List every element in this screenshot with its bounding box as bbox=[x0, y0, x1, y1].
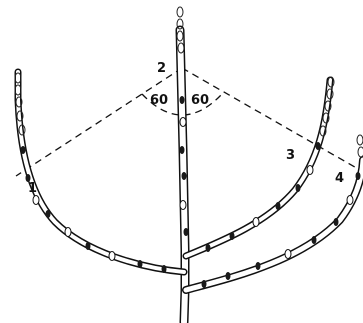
branch-label-3: 3 bbox=[286, 148, 295, 163]
angle-label-right: 60 bbox=[191, 93, 209, 108]
angle-label-left: 60 bbox=[150, 93, 168, 108]
guide-line-left bbox=[16, 68, 182, 176]
tip-buds-branch-4 bbox=[357, 135, 363, 157]
branch-label-2: 2 bbox=[157, 61, 166, 76]
angle-guides bbox=[16, 68, 360, 176]
guide-line-right bbox=[182, 68, 360, 170]
branch-label-1: 1 bbox=[28, 181, 37, 196]
tip-buds bbox=[15, 7, 363, 157]
branch-buds bbox=[21, 96, 361, 288]
branch-label-4: 4 bbox=[335, 171, 344, 186]
